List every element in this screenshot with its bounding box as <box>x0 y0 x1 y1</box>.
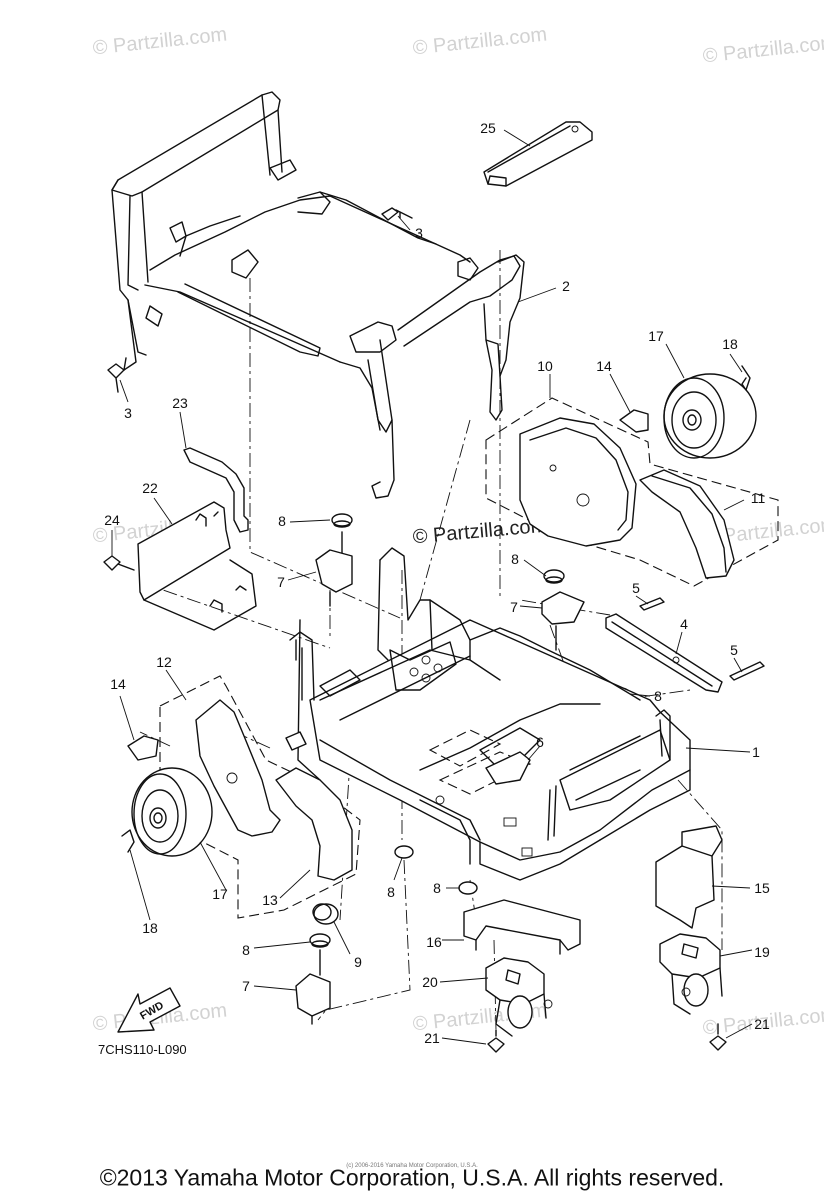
axle-drawing <box>285 731 307 751</box>
cap-14-right-drawing <box>619 409 649 433</box>
wheel-17-right-drawing <box>663 373 757 459</box>
callout-3: 3 <box>415 225 423 241</box>
bracket-16-drawing <box>463 899 581 955</box>
callout-8: 8 <box>387 884 395 900</box>
callout-4: 4 <box>680 616 688 632</box>
callout-3: 3 <box>124 405 132 421</box>
pin-18-right-drawing <box>741 365 751 391</box>
callout-8: 8 <box>433 880 441 896</box>
callout-10: 10 <box>537 358 553 374</box>
diagram-code: 7CHS110-L090 <box>98 1042 187 1057</box>
callout-2: 2 <box>562 278 570 294</box>
callout-12: 12 <box>156 654 172 670</box>
bolts-21-drawing <box>487 1023 727 1053</box>
callout-5: 5 <box>632 580 640 596</box>
mount-7-lower-drawing <box>295 973 331 1017</box>
callout-21: 21 <box>424 1030 440 1046</box>
fwd-arrow-icon <box>117 987 181 1033</box>
part-25-drawing <box>483 121 593 187</box>
callout-11: 11 <box>750 490 766 506</box>
callout-13: 13 <box>262 892 278 908</box>
caster-19-drawing <box>659 933 723 1015</box>
callout-8: 8 <box>511 551 519 567</box>
bracket-15-drawing <box>655 825 723 929</box>
callout-9: 9 <box>354 954 362 970</box>
leader-lines <box>111 129 753 1045</box>
footer-copyright: ©2013 Yamaha Motor Corporation, U.S.A. A… <box>99 1164 725 1191</box>
callout-24: 24 <box>104 512 120 528</box>
callout-20: 20 <box>422 974 438 990</box>
callout-7: 7 <box>277 574 285 590</box>
callout-15: 15 <box>754 880 770 896</box>
part-10-drawing <box>519 417 637 547</box>
mount-7-right-drawing <box>541 569 585 651</box>
nuts-8-lower-drawing <box>309 845 478 976</box>
part-12-drawing <box>195 699 281 837</box>
callout-8: 8 <box>242 942 250 958</box>
callout-6: 6 <box>536 734 544 750</box>
chassis-1-drawing <box>289 547 691 881</box>
callout-16: 16 <box>426 934 442 950</box>
callout-18: 18 <box>722 336 738 352</box>
callout-7: 7 <box>510 599 518 615</box>
callout-5: 5 <box>730 642 738 658</box>
caster-20-drawing <box>485 957 553 1037</box>
bolt-3-drawings <box>107 207 413 393</box>
small-copyright: (c) 2006-2016 Yamaha Motor Corporation, … <box>346 1163 478 1169</box>
callout-8: 8 <box>278 513 286 529</box>
mount-7-upper-drawing <box>315 513 353 607</box>
part-23-drawing <box>183 447 249 533</box>
cap-9-drawing <box>312 903 339 925</box>
upper-frame-drawing <box>111 91 525 499</box>
callout-25: 25 <box>480 120 496 136</box>
callout-19: 19 <box>754 944 770 960</box>
pin-18-left-drawing <box>121 829 135 853</box>
callout-7: 7 <box>242 978 250 994</box>
pins-5-and-bar-4-drawing <box>605 597 765 693</box>
part-6-drawing <box>485 751 531 785</box>
callout-18: 18 <box>142 920 158 936</box>
callout-17: 17 <box>212 886 228 902</box>
callout-14: 14 <box>596 358 612 374</box>
part-13-drawing <box>275 767 353 881</box>
part-22-drawing <box>137 501 257 631</box>
part-11-drawing <box>639 469 735 579</box>
callout-21: 21 <box>754 1016 770 1032</box>
wheel-17-left-drawing <box>131 767 213 857</box>
callout-22: 22 <box>142 480 158 496</box>
callout-8: 8 <box>654 688 662 704</box>
callout-17: 17 <box>648 328 664 344</box>
callout-1: 1 <box>752 744 760 760</box>
bolt-24-drawing <box>103 555 135 571</box>
callout-14: 14 <box>110 676 126 692</box>
callout-23: 23 <box>172 395 188 411</box>
cap-14-left-drawing <box>127 735 159 761</box>
